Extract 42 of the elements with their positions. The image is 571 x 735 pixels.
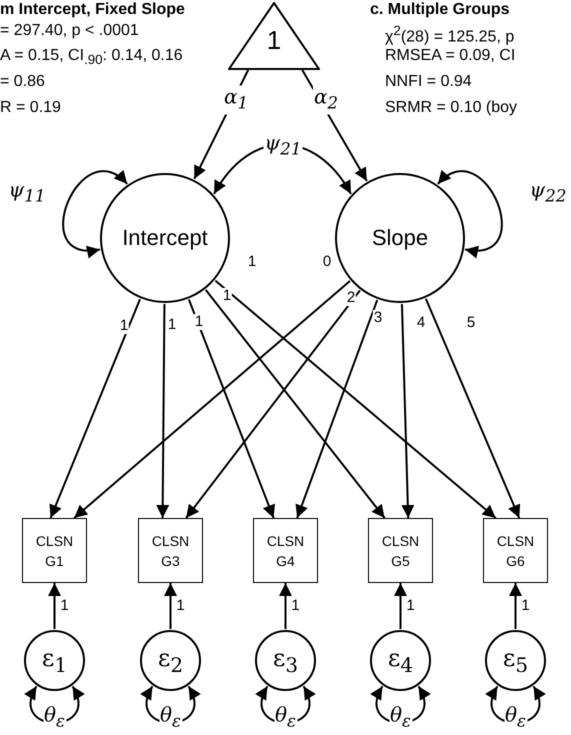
error-term-circle: ε$_{2}$ — [140, 630, 201, 691]
fit-statistic: SRMR = 0.10 (boy — [385, 99, 518, 117]
arrow — [48, 583, 61, 629]
arrow — [204, 289, 386, 519]
arrow — [73, 280, 351, 519]
fit-statistic: R = 0.19 — [0, 99, 61, 117]
fit-statistic: χ$^{2}$(28) = 125.25, p — [385, 22, 514, 46]
fit-statistic: = 0.86 — [0, 73, 45, 91]
self-loop-arrow — [437, 170, 503, 257]
fit-statistic: NNFI = 0.94 — [385, 73, 472, 91]
arrow — [424, 298, 520, 518]
observed-variable-box: CLSN G6 — [483, 518, 548, 583]
constant-triangle: 1 — [228, 2, 320, 70]
arrow — [188, 299, 275, 518]
error-term-circle: ε$_{4}$ — [370, 630, 431, 691]
arrow — [49, 298, 141, 518]
fit-statistic: A = 0.15, CI$_{.90}$: 0.14, 0.16 — [0, 47, 183, 70]
fit-statistic: RMSEA = 0.09, CI — [385, 47, 516, 65]
edge-label: 1 — [118, 318, 130, 334]
arrow — [296, 300, 378, 518]
error-term-circle: ε$_{5}$ — [485, 630, 546, 691]
panel-heading: m Intercept, Fixed Slope — [0, 1, 185, 19]
edge-label: α$_{2}$ — [312, 86, 340, 114]
observed-variable-box: CLSN G3 — [138, 518, 203, 583]
fit-statistic: = 297.40, p < .0001 — [0, 22, 139, 40]
edge-label: 2 — [346, 290, 356, 306]
arrow — [394, 583, 407, 629]
observed-variable-box: CLSN G5 — [368, 518, 433, 583]
error-term-circle: ε$_{3}$ — [255, 630, 316, 691]
error-term-circle: ε$_{1}$ — [24, 630, 85, 691]
observed-variable-box: CLSN G4 — [253, 518, 318, 583]
arrow — [400, 304, 414, 518]
self-loop-arrow — [62, 170, 128, 257]
arrow — [214, 280, 496, 519]
arrow — [509, 583, 522, 629]
arrow — [156, 304, 170, 518]
edge-label: 1 — [194, 314, 204, 330]
arrow — [185, 290, 361, 519]
observed-variable-box: CLSN G1 — [22, 518, 87, 583]
arrow — [279, 583, 292, 629]
panel-heading: c. Multiple Groups — [370, 1, 510, 19]
arrow — [164, 583, 177, 629]
